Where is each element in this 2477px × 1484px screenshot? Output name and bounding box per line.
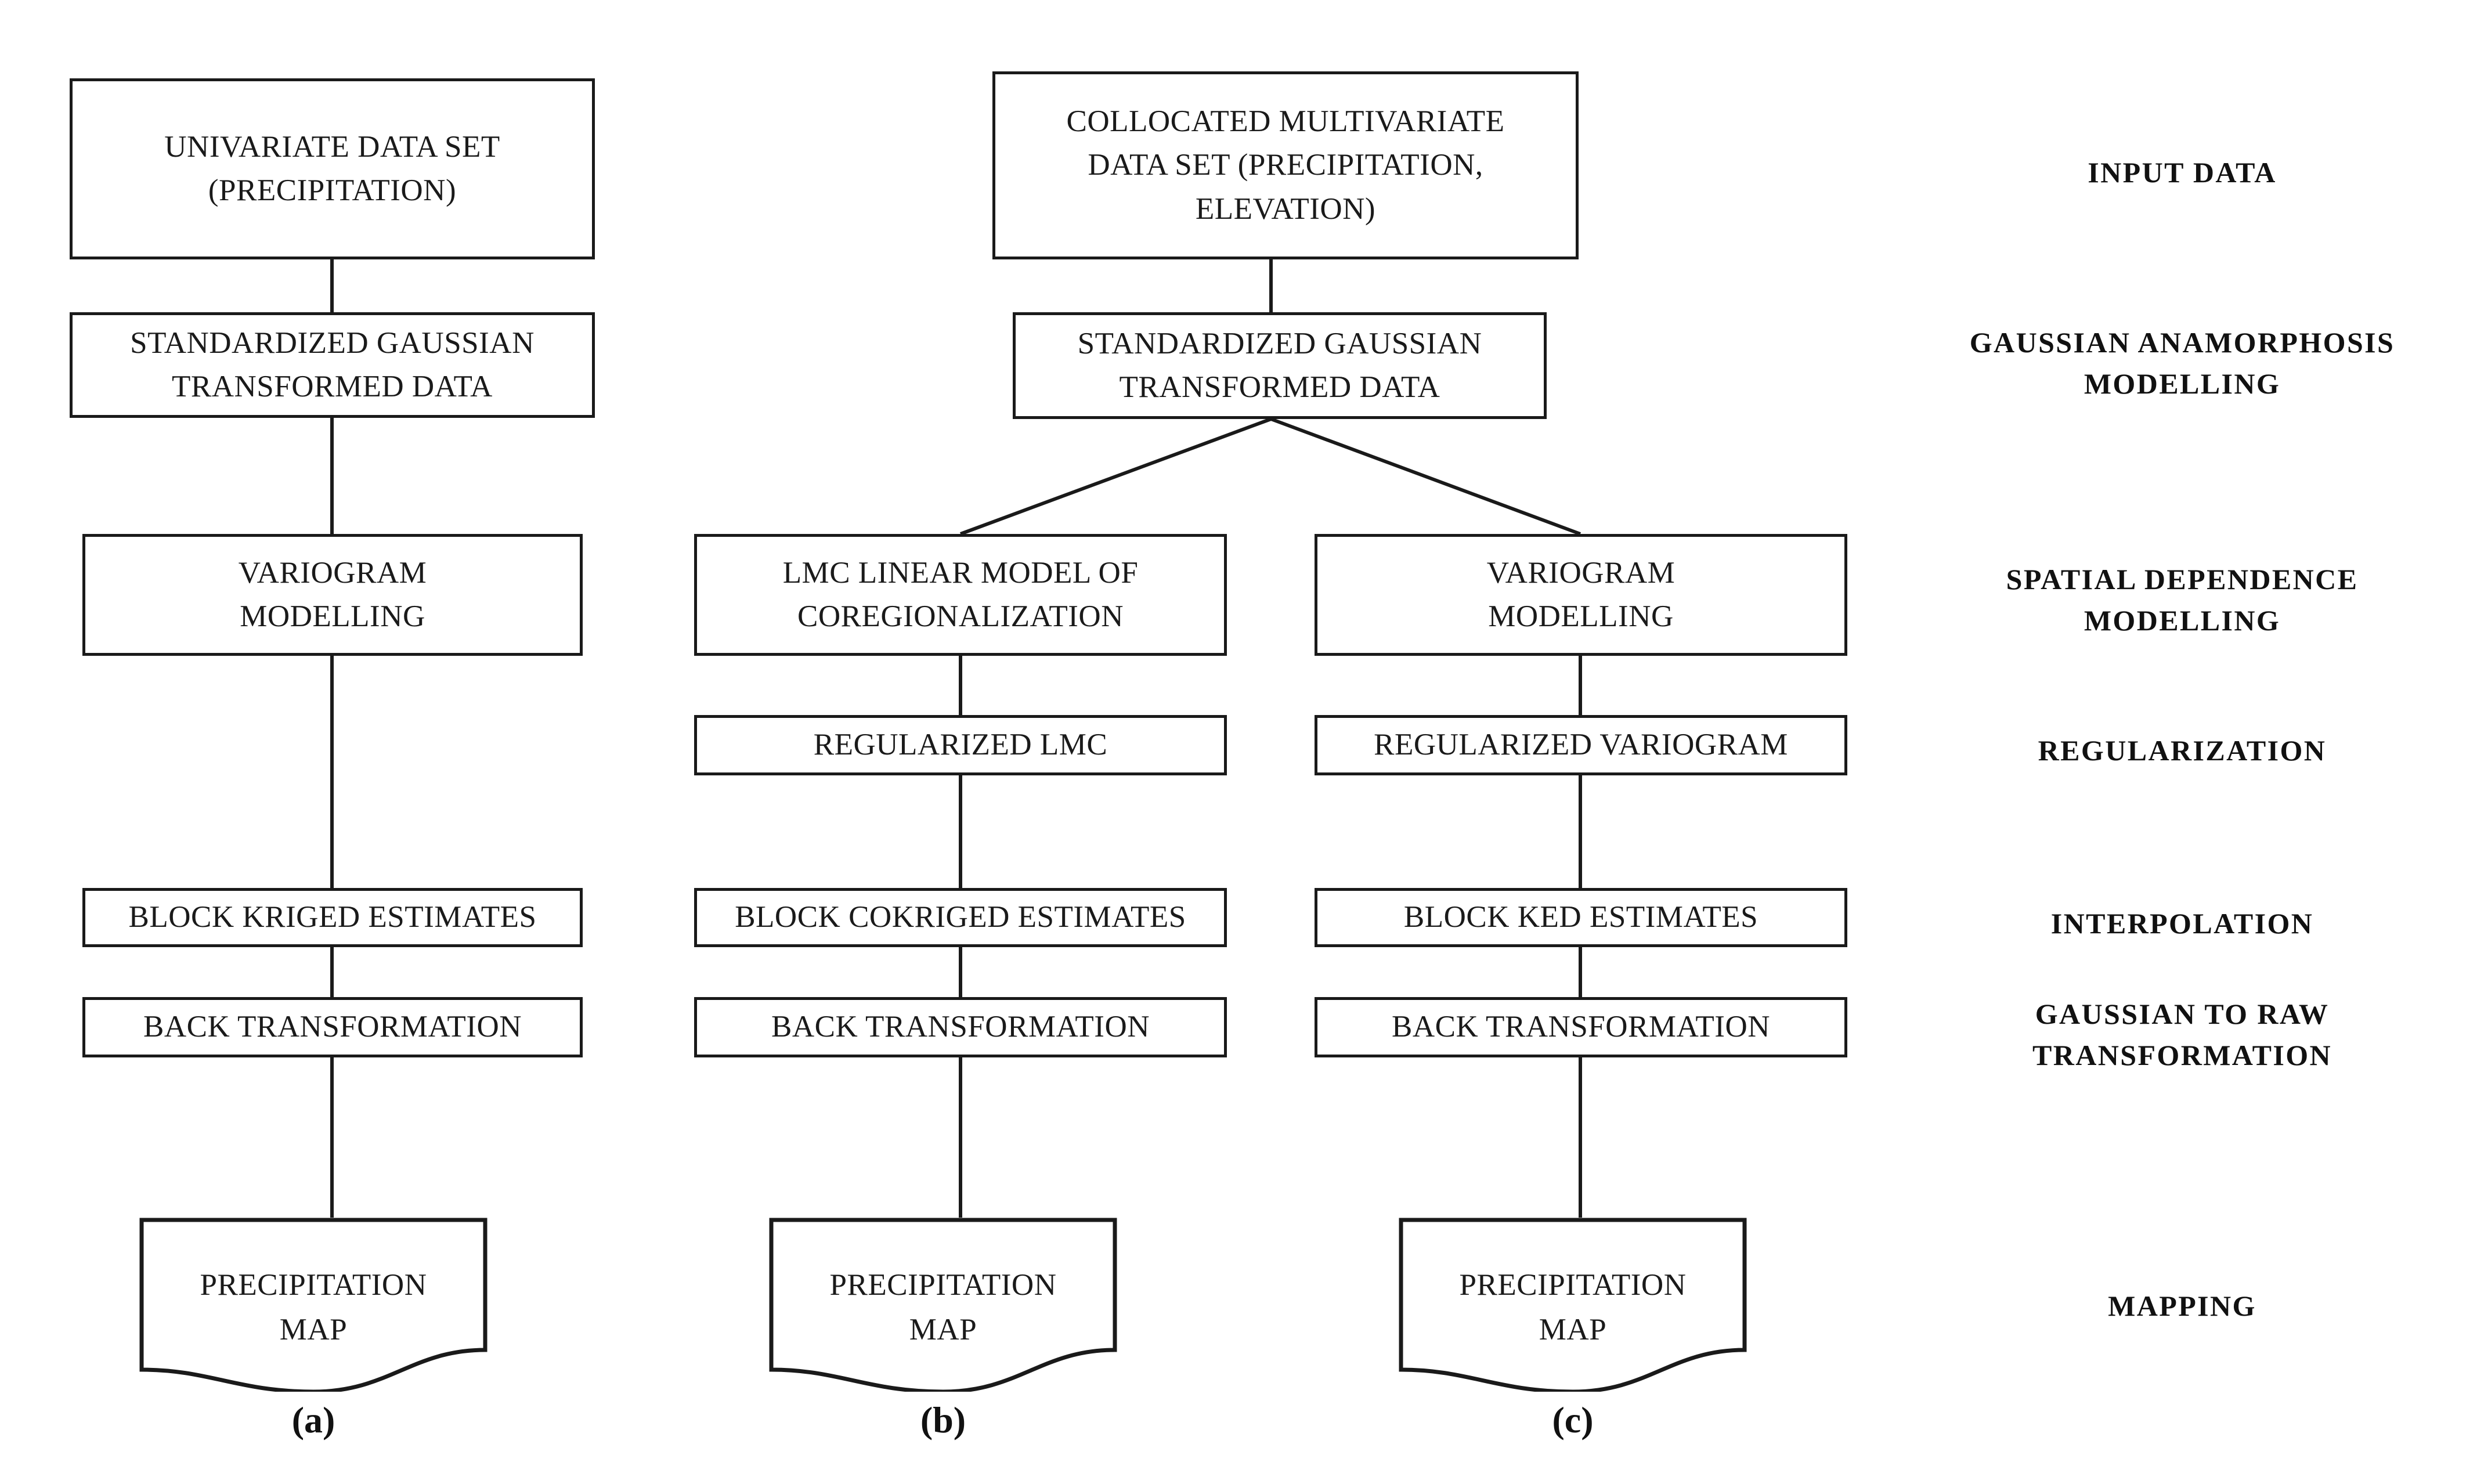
node-label: BACK TRANSFORMATION — [771, 1010, 1150, 1044]
node-univariate-data-set[interactable]: UNIVARIATE DATA SET (PRECIPITATION) — [70, 78, 595, 259]
caption-b: (b) — [920, 1399, 966, 1440]
node-precipitation-map-b[interactable]: PRECIPITATION MAP — [769, 1218, 1117, 1394]
node-block-ked-estimates[interactable]: BLOCK KED ESTIMATES — [1315, 888, 1847, 947]
stage-label-gaussian-anamorphosis-modelling: GAUSSIAN ANAMORPHOSIS MODELLING — [1969, 326, 2395, 400]
node-label: VARIOGRAM MODELLING — [1486, 555, 1676, 633]
node-back-transformation-c[interactable]: BACK TRANSFORMATION — [1315, 997, 1847, 1057]
caption-c: (c) — [1552, 1399, 1594, 1440]
node-label: LMC LINEAR MODEL OF COREGIONALIZATION — [782, 555, 1139, 633]
stage-label-spatial-dependence-modelling: SPATIAL DEPENDENCE MODELLING — [2006, 563, 2359, 637]
node-label: STANDARDIZED GAUSSIAN TRANSFORMED DATA — [130, 326, 535, 403]
node-label: BLOCK KED ESTIMATES — [1403, 900, 1759, 934]
node-label: BLOCK KRIGED ESTIMATES — [128, 900, 537, 934]
node-regularized-lmc[interactable]: REGULARIZED LMC — [694, 715, 1227, 775]
node-variogram-modelling-a[interactable]: VARIOGRAM MODELLING — [82, 534, 583, 656]
caption-a: (a) — [291, 1399, 335, 1440]
node-regularized-variogram[interactable]: REGULARIZED VARIOGRAM — [1315, 715, 1847, 775]
node-label: BACK TRANSFORMATION — [143, 1010, 522, 1044]
node-standardized-gaussian-b[interactable]: STANDARDIZED GAUSSIAN TRANSFORMED DATA — [1013, 312, 1547, 419]
node-precipitation-map-c[interactable]: PRECIPITATION MAP — [1399, 1218, 1747, 1394]
node-label: VARIOGRAM MODELLING — [238, 555, 427, 633]
stage-label-regularization: REGULARIZATION — [2038, 734, 2327, 767]
node-variogram-modelling-c[interactable]: VARIOGRAM MODELLING — [1315, 534, 1847, 656]
node-label: PRECIPITATION MAP — [200, 1268, 427, 1346]
connector-branch-right — [1270, 417, 1581, 536]
node-label: STANDARDIZED GAUSSIAN TRANSFORMED DATA — [1077, 326, 1482, 404]
node-label: COLLOCATED MULTIVARIATE DATA SET (PRECIP… — [1066, 104, 1505, 226]
document-shape-icon — [139, 1218, 488, 1394]
node-label: BACK TRANSFORMATION — [1392, 1010, 1770, 1044]
node-label: REGULARIZED VARIOGRAM — [1374, 728, 1788, 762]
stage-label-gaussian-to-raw-transformation: GAUSSIAN TO RAW TRANSFORMATION — [2032, 998, 2332, 1071]
node-back-transformation-b[interactable]: BACK TRANSFORMATION — [694, 997, 1227, 1057]
node-precipitation-map-a[interactable]: PRECIPITATION MAP — [139, 1218, 488, 1394]
connector-branch-left — [959, 417, 1272, 536]
node-standardized-gaussian-a[interactable]: STANDARDIZED GAUSSIAN TRANSFORMED DATA — [70, 312, 595, 418]
document-shape-icon — [769, 1218, 1117, 1394]
node-label: PRECIPITATION MAP — [829, 1268, 1057, 1346]
stage-label-input-data: INPUT DATA — [2088, 156, 2277, 189]
document-shape-icon — [1399, 1218, 1747, 1394]
node-collocated-multivariate-data-set[interactable]: COLLOCATED MULTIVARIATE DATA SET (PRECIP… — [992, 71, 1579, 259]
node-label: BLOCK COKRIGED ESTIMATES — [735, 900, 1186, 934]
node-back-transformation-a[interactable]: BACK TRANSFORMATION — [82, 997, 583, 1057]
node-block-cokriged-estimates[interactable]: BLOCK COKRIGED ESTIMATES — [694, 888, 1227, 947]
node-label: PRECIPITATION MAP — [1459, 1268, 1687, 1346]
node-label: REGULARIZED LMC — [813, 728, 1108, 762]
node-label: UNIVARIATE DATA SET (PRECIPITATION) — [164, 129, 500, 207]
node-lmc-linear-model-coregionalization[interactable]: LMC LINEAR MODEL OF COREGIONALIZATION — [694, 534, 1227, 656]
stage-label-mapping: MAPPING — [2108, 1290, 2256, 1322]
node-block-kriged-estimates[interactable]: BLOCK KRIGED ESTIMATES — [82, 888, 583, 947]
stage-label-interpolation: INTERPOLATION — [2050, 907, 2314, 940]
